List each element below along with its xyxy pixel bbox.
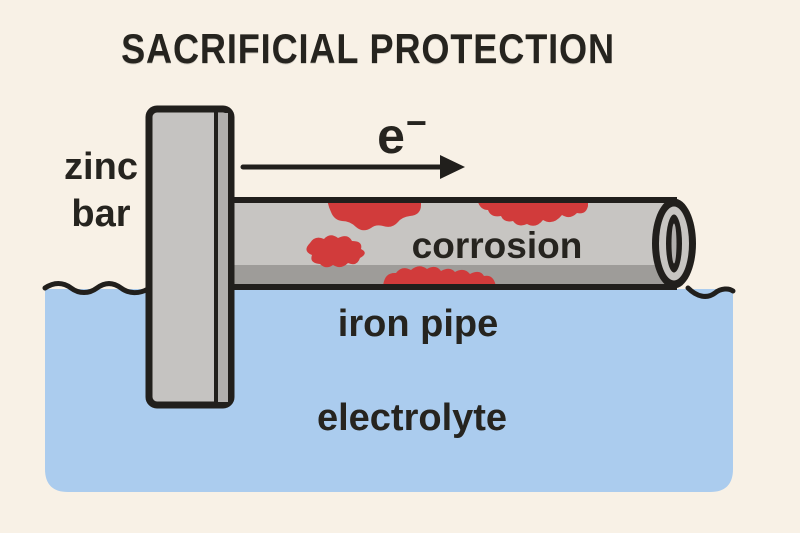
electron-charge-sign: − — [405, 102, 427, 144]
zinc-bar — [145, 105, 235, 409]
page-title: SACRIFICIAL PROTECTION — [121, 25, 615, 72]
corrosion-patch — [306, 235, 365, 268]
electron-symbol: e — [377, 108, 405, 164]
corrosion-patch — [327, 203, 421, 231]
waterline-right-wave — [685, 285, 736, 299]
zinc-bar-label-line1: zinc — [64, 146, 138, 188]
corrosion-label: corrosion — [411, 225, 583, 266]
corrosion-patch — [383, 266, 496, 284]
zinc-bar-label: zinc bar — [64, 144, 138, 238]
waterline-left-wave — [42, 281, 151, 296]
pipe-end-cap — [652, 198, 696, 289]
electron-flow-arrow-icon — [240, 155, 465, 179]
zinc-bar-label-line2: bar — [71, 193, 131, 235]
electrolyte-label: electrolyte — [316, 397, 508, 439]
zinc-bar-edge-strip — [218, 113, 228, 402]
corrosion-patch — [478, 203, 588, 226]
corrosion-patches — [306, 203, 588, 284]
iron-pipe-label: iron pipe — [337, 303, 499, 345]
electron-label: e− — [377, 105, 427, 166]
